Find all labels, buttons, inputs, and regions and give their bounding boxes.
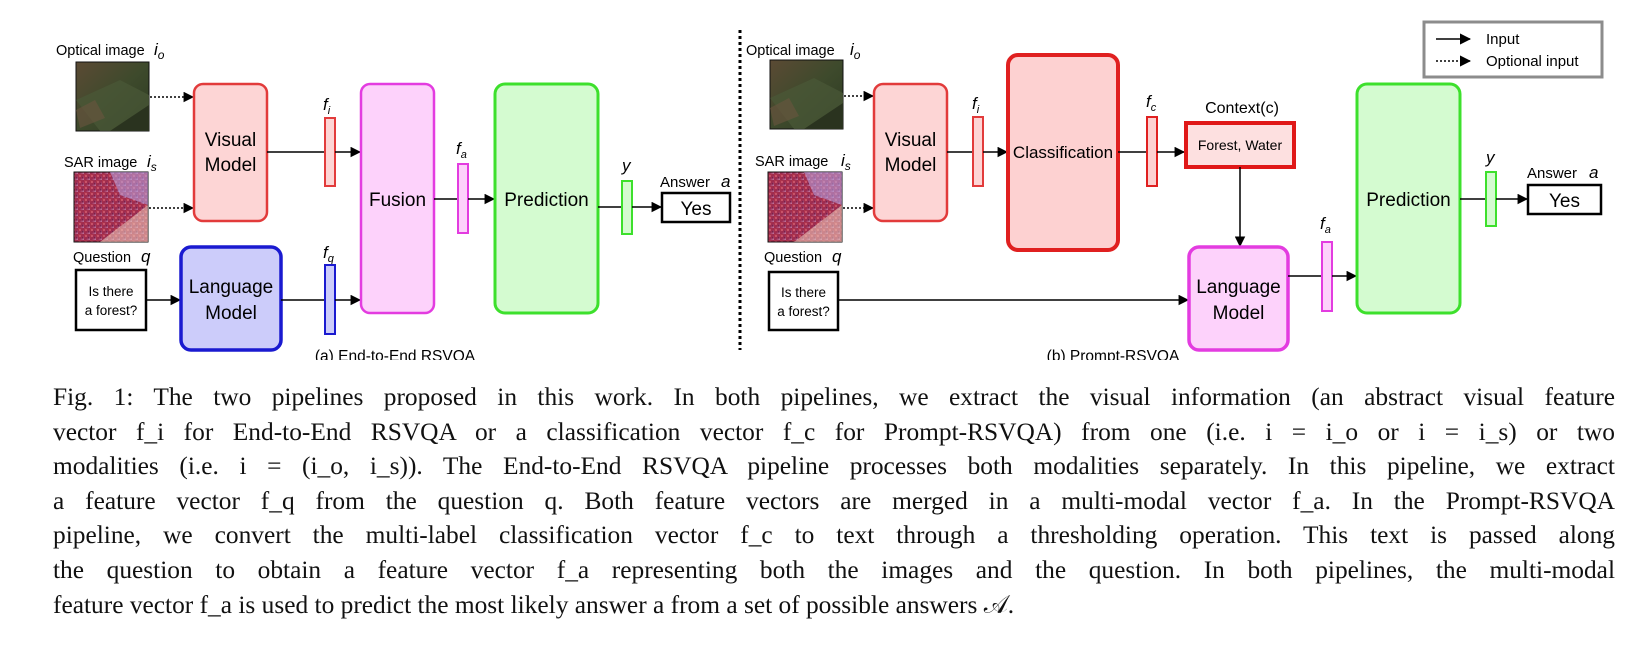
a-fa-symbol: fa <box>456 139 467 161</box>
b-language-model-label-2: Model <box>1213 303 1265 324</box>
b-y-symbol: y <box>1485 148 1496 167</box>
a-question-text-2: a forest? <box>85 303 138 318</box>
b-sar-symbol: is <box>841 151 851 173</box>
a-optical-label: Optical image <box>56 43 145 59</box>
b-language-model-box <box>1187 245 1290 352</box>
figure-caption: Fig. 1: The two pipelines proposed in th… <box>53 380 1615 622</box>
a-answer-box <box>660 191 732 224</box>
a-question-box <box>74 268 148 332</box>
a-y-symbol: y <box>621 156 632 175</box>
a-answer-label: Answer <box>660 174 710 191</box>
a-fq-symbol: fq <box>323 243 335 265</box>
a-question-symbol: q <box>141 247 151 266</box>
b-classification-label: Classification <box>1013 143 1113 162</box>
b-visual-model-label-2: Model <box>885 155 937 176</box>
a-answer-value: Yes <box>681 199 712 220</box>
b-language-model-label-1: Language <box>1196 277 1281 298</box>
b-answer-box <box>1526 183 1603 216</box>
a-y-vector <box>621 180 633 235</box>
b-prediction-label: Prediction <box>1366 190 1451 211</box>
a-answer-symbol: a <box>721 172 730 191</box>
caption-line-1: Fig. 1: The two pipelines proposed in th… <box>53 383 1615 411</box>
b-sar-label: SAR image <box>755 154 828 170</box>
a-fq-vector <box>324 264 336 335</box>
b-context-box <box>1184 121 1296 169</box>
legend-optional-input-label: Optional input <box>1486 53 1579 70</box>
a-fa-vector <box>457 163 469 234</box>
b-question-symbol: q <box>832 247 842 266</box>
b-fa-symbol: fa <box>1320 214 1331 236</box>
b-question-box <box>767 270 840 332</box>
b-fc-symbol: fc <box>1146 92 1157 114</box>
legend-input-label: Input <box>1486 31 1520 48</box>
b-optical-symbol: io <box>850 40 861 62</box>
a-language-model-label-2: Model <box>205 303 257 324</box>
b-context-label: Context(c) <box>1205 100 1279 117</box>
b-optical-image <box>769 59 844 130</box>
a-fi-vector <box>324 117 336 187</box>
b-question-text-1: Is there <box>781 285 826 300</box>
a-question-text-1: Is there <box>88 284 133 299</box>
legend: Input Optional input <box>1422 20 1604 79</box>
b-visual-model-box <box>872 82 949 223</box>
b-sar-image <box>767 171 843 243</box>
b-fi-symbol: fi <box>972 94 980 116</box>
a-question-label: Question <box>73 250 131 266</box>
a-sar-label: SAR image <box>64 155 137 171</box>
caption-line-6: the question to obtain a feature vector … <box>53 555 1615 584</box>
a-sar-symbol: is <box>147 152 157 174</box>
panel-b: Optical image io SAR image is Question q… <box>746 40 1603 360</box>
caption-line-3: modalities (i.e. i = (i_o, i_s)). The En… <box>53 452 1615 481</box>
caption-line-4: a feature vector f_q from the question q… <box>53 486 1615 515</box>
b-fa-vector <box>1321 241 1333 312</box>
b-fi-vector <box>972 116 984 187</box>
a-language-model-label-1: Language <box>189 277 274 298</box>
a-fi-symbol: fi <box>323 95 331 117</box>
a-panel-title: (a) End-to-End RSVQA <box>315 348 476 360</box>
a-language-model-box <box>179 245 283 352</box>
a-prediction-box <box>493 82 600 315</box>
b-visual-model-label-1: Visual <box>885 130 936 151</box>
a-sar-image <box>73 171 149 243</box>
b-question-label: Question <box>764 250 822 266</box>
b-question-text-2: a forest? <box>777 304 830 319</box>
a-visual-model-label-1: Visual <box>205 130 256 151</box>
a-visual-model-label-2: Model <box>205 155 257 176</box>
a-prediction-label: Prediction <box>504 190 589 211</box>
b-optical-label: Optical image <box>746 43 835 59</box>
a-fusion-label: Fusion <box>369 190 426 211</box>
b-y-vector <box>1485 171 1497 227</box>
caption-line-7: feature vector f_a is used to predict th… <box>53 590 1015 619</box>
a-optical-image <box>75 61 150 132</box>
a-optical-symbol: io <box>154 40 165 62</box>
caption-line-5: pipeline, we convert the multi-label cla… <box>53 521 1615 550</box>
panel-a: Optical image io SAR image is Question q… <box>56 40 732 360</box>
b-answer-symbol: a <box>1589 163 1598 182</box>
b-context-value: Forest, Water <box>1198 137 1283 153</box>
pipeline-diagram: Input Optional input Optical image io SA… <box>56 20 1604 360</box>
b-answer-label: Answer <box>1527 165 1577 182</box>
b-fc-vector <box>1146 116 1158 187</box>
b-panel-title: (b) Prompt-RSVQA <box>1047 348 1180 360</box>
b-answer-value: Yes <box>1549 191 1580 212</box>
a-visual-model-box <box>192 82 269 223</box>
caption-line-2: vector f_i for End-to-End RSVQA or a cla… <box>53 417 1615 446</box>
